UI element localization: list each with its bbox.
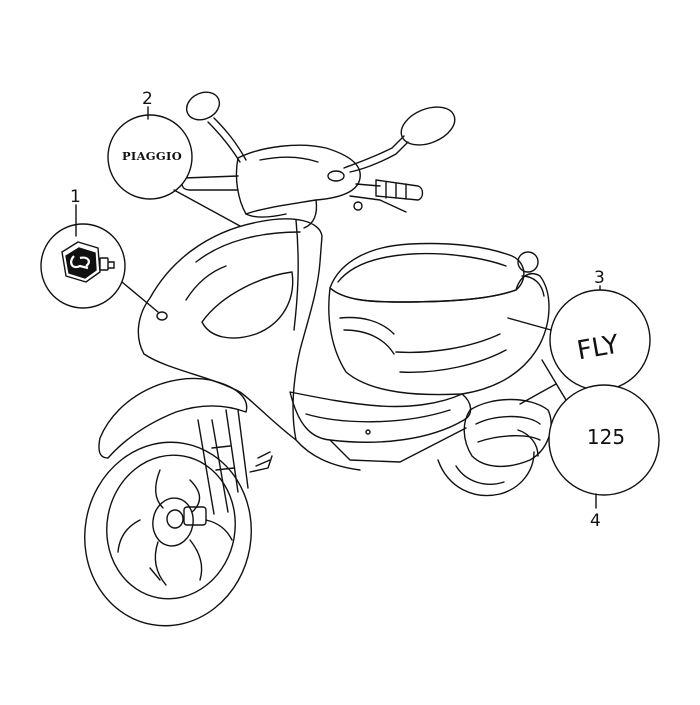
front-wheel [84,441,252,627]
callout-3-number: 3 [594,268,605,288]
scooter-drawing [84,91,557,627]
rear-wheel [437,429,539,497]
seat [329,242,525,303]
front-fender [98,377,248,459]
front-shield [137,218,323,441]
fly-decal-text: FLY [575,330,622,367]
handlebar-cover [235,144,361,215]
piaggio-emblem-icon [61,241,115,283]
callout-4-number: 4 [590,511,601,531]
callout-2 [107,106,241,227]
callout-2-number: 2 [142,89,153,109]
rear-body [328,272,550,396]
callout-1-number: 1 [70,187,81,207]
muffler [463,398,552,468]
callout-4 [541,359,660,509]
piaggio-decal-text: PIAGGIO [122,149,182,163]
displacement-decal-text: 125 [587,425,625,449]
front-fork [197,409,249,515]
mirrors [185,91,456,173]
